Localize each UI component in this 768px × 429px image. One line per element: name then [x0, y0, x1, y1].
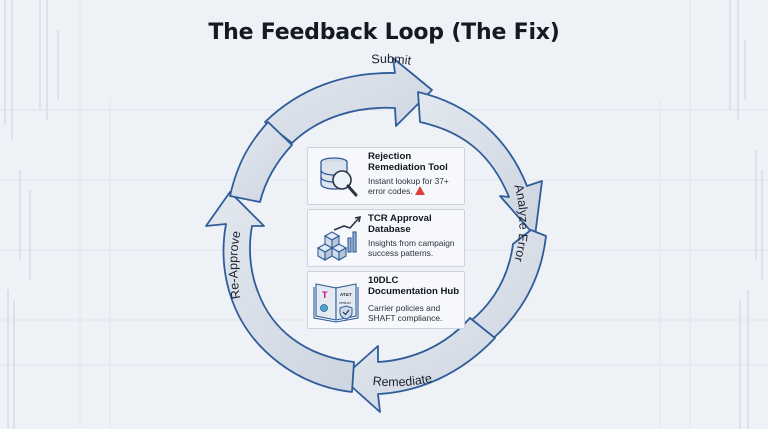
ring-arrows	[205, 57, 547, 413]
brand-logo-text: AT&T	[340, 292, 352, 297]
stage-submit: Submit	[371, 52, 413, 68]
card-description: Carrier policies and SHAFT compliance.	[368, 303, 443, 323]
card-description: Insights from campaign success patterns.	[368, 238, 455, 258]
remediate-arrow	[341, 317, 496, 413]
submit-arrow	[264, 57, 433, 144]
left-segment	[229, 121, 293, 203]
brand-logo-text: T	[322, 290, 328, 300]
resource-card-tcr-database: TCR Approval Database Insights from camp…	[307, 209, 465, 267]
re-approve-arrow	[205, 191, 355, 393]
card-heading: TCR Approval Database	[368, 213, 432, 235]
resource-card-documentation-hub: T AT&T verizon 10DLC Documentation Hub C…	[307, 271, 465, 329]
resource-card-rejection-tool: Rejection Remediation Tool Instant looku…	[307, 147, 465, 205]
card-description: Instant lookup for 37+ error codes.	[368, 176, 449, 196]
page-title: The Feedback Loop (The Fix)	[208, 20, 560, 45]
card-heading: Rejection Remediation Tool	[368, 151, 448, 173]
stage-remediate: Remediate	[372, 371, 433, 389]
warning-icon	[414, 186, 425, 195]
stage-analyze-error: Analyze Error	[511, 183, 530, 263]
stage-re-approve: Re-Approve	[226, 230, 243, 300]
database-magnifier-icon	[320, 157, 358, 197]
brand-logo-text: verizon	[339, 301, 351, 305]
card-heading: 10DLC Documentation Hub	[368, 275, 460, 297]
documentation-book-icon: T AT&T verizon	[313, 283, 359, 323]
cubes-growth-chart-icon	[316, 215, 362, 261]
